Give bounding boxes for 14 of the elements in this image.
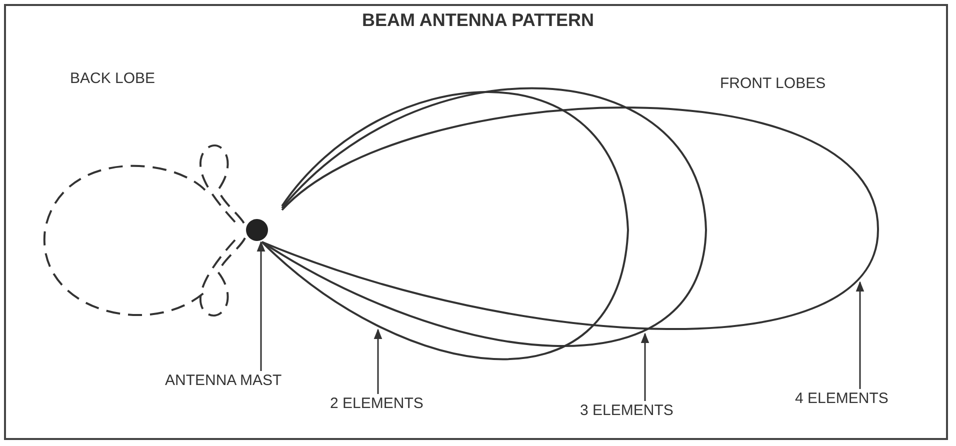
part-label: FRONT LOBES bbox=[720, 75, 826, 92]
callout-label: 2 ELEMENTS bbox=[330, 395, 424, 412]
callout-label: 4 ELEMENTS bbox=[795, 390, 888, 407]
leader-line bbox=[856, 281, 864, 389]
leader-line bbox=[640, 332, 650, 401]
callout-label: 3 ELEMENTS bbox=[580, 402, 674, 419]
leader-line bbox=[256, 240, 266, 371]
part-label: BACK LOBE bbox=[70, 70, 156, 87]
diagram-title: BEAM ANTENNA PATTERN bbox=[361, 10, 595, 31]
front-lobe-curve bbox=[262, 106, 879, 330]
front-lobe-curve bbox=[261, 88, 707, 347]
callout-label: ANTENNA MAST bbox=[165, 372, 282, 389]
leader-line bbox=[374, 328, 382, 394]
antenna-mast-dot bbox=[246, 219, 268, 241]
